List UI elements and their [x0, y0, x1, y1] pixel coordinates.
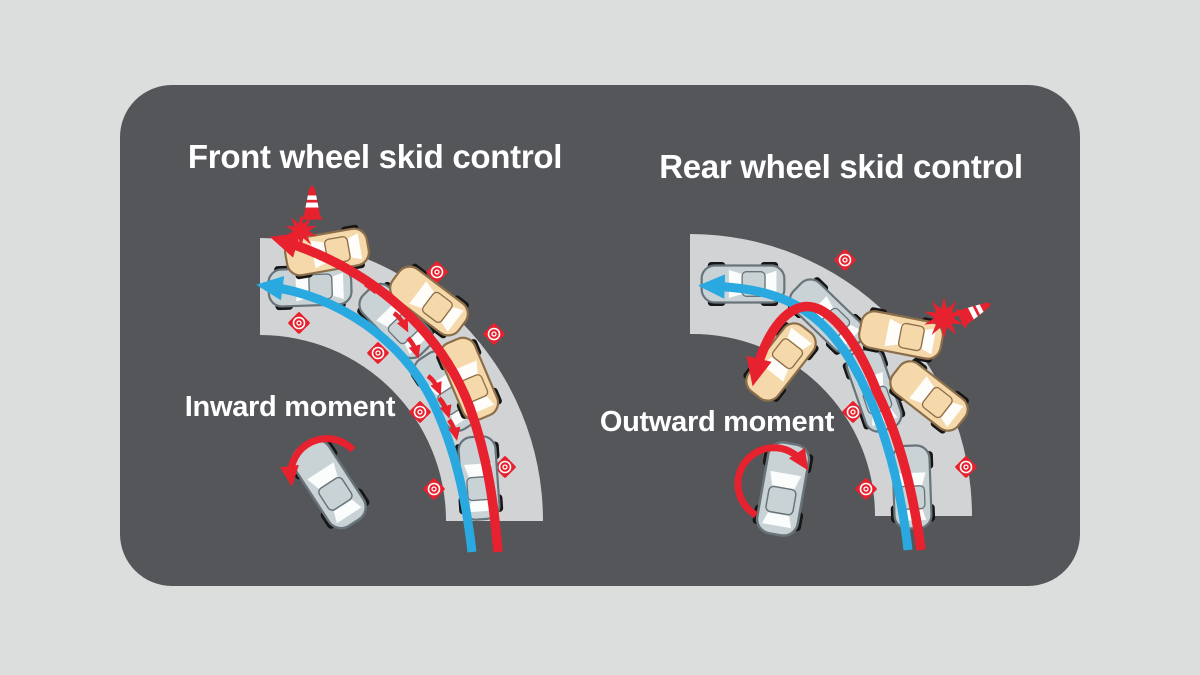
- front-wheel-skid-diagram: [256, 186, 543, 553]
- front-skid-title: Front wheel skid control: [187, 138, 563, 175]
- inward-moment-figure: [279, 430, 376, 538]
- yaw-moment-car: [749, 438, 817, 540]
- skid-path-arrow: [269, 232, 503, 553]
- brake-force-arrow: [437, 396, 452, 419]
- controlled-path-arrow: [256, 276, 477, 553]
- traffic-cone-icon: [301, 186, 323, 220]
- brake-force-arrows: [358, 274, 461, 441]
- track-marker-icon: [832, 247, 858, 273]
- outward-moment-label: Outward moment: [599, 406, 835, 438]
- yaw-moment-arrow: [279, 435, 356, 487]
- outward-moment-figure: [734, 438, 817, 540]
- brake-force-arrow: [447, 418, 461, 441]
- brake-force-arrow: [392, 311, 409, 333]
- brake-force-arrow: [426, 374, 442, 396]
- inward-moment-label: Inward moment: [184, 391, 396, 423]
- yaw-moment-car: [282, 430, 376, 538]
- brake-force-arrow: [358, 274, 376, 295]
- yaw-moment-arrow: [734, 444, 809, 519]
- rear-skid-title: Rear wheel skid control: [659, 148, 1023, 185]
- track-marker-icon: [481, 321, 507, 347]
- brake-force-arrow: [406, 336, 421, 359]
- rear-wheel-skid-diagram: [690, 234, 995, 551]
- skid-path-arrow: [746, 301, 926, 551]
- controlled-path-arrow: [697, 274, 913, 551]
